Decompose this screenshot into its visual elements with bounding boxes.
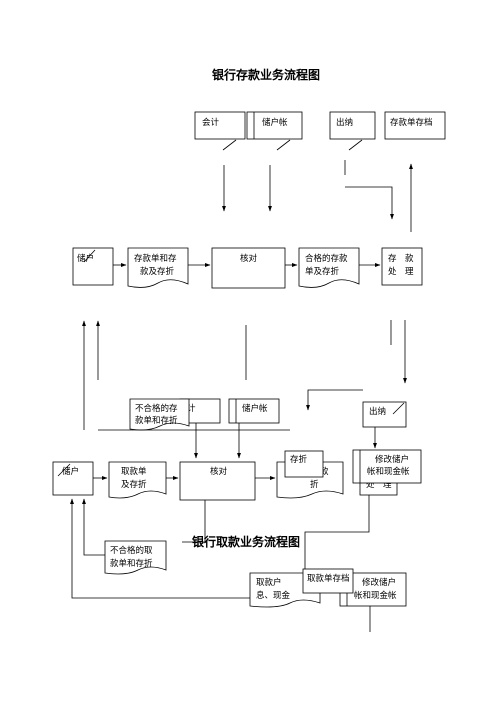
role-box-ledger: 储户帐 xyxy=(246,111,303,140)
passbook-label: 存折 xyxy=(290,454,308,465)
role-box-ledger-bottom: 储户帐 xyxy=(228,398,280,424)
role-ledger-bottom-label: 储户帐 xyxy=(242,403,268,414)
interest-line1: 取款户 xyxy=(256,577,282,588)
process-bottom-partial: 处 理 xyxy=(366,479,392,490)
partial-kuan: 款 xyxy=(320,466,329,477)
deposit-flow-title: 银行存款业务流程图 xyxy=(212,67,320,82)
role-cashier-label: 出纳 xyxy=(336,117,353,128)
arrow-cashier-to-process xyxy=(345,186,394,220)
modify-line2: 帐和现金帐 xyxy=(367,466,410,477)
node-valid-slip-doc: 合格的存款 单及存折 xyxy=(298,247,360,288)
process-line1: 存 款 xyxy=(388,253,414,264)
depositor-label: 储户 xyxy=(77,253,94,264)
role-box-cashier: 出纳 xyxy=(329,111,376,140)
role-archive-label: 存款单存档 xyxy=(390,117,433,128)
role-accounting-partial-label: 计 xyxy=(187,403,196,414)
tick-cashier xyxy=(348,139,363,151)
role-accounting-label: 会计 xyxy=(202,117,220,128)
modify2-line1: 修改储户 xyxy=(362,577,396,588)
role-ledger-label: 储户帐 xyxy=(262,117,288,128)
node-modify-ledger: 修改储户 帐和现金帐 xyxy=(352,449,422,484)
tick-accounting xyxy=(222,139,237,151)
arrow-to-lower-left xyxy=(306,389,363,411)
invalid-withdraw-line2: 款单和存折 xyxy=(110,558,153,569)
role-cashier-bottom-label: 出纳 xyxy=(369,406,386,417)
check-bottom-label: 核对 xyxy=(210,466,228,477)
role-box-cashier-bottom: 出纳 xyxy=(362,401,407,428)
interest-line2: 息、现金 xyxy=(256,590,291,601)
invalid-deposit-line1: 不合格的存 xyxy=(135,403,178,414)
node-passbook: 存折 xyxy=(284,450,324,478)
withdraw-line2: 及存折 xyxy=(121,479,147,490)
node-depositor: 储户 xyxy=(72,247,114,286)
node-check-bottom: 核对 xyxy=(179,461,256,501)
arrow-cash-to-depositor xyxy=(70,498,250,599)
modify2-line2: 帐和现金帐 xyxy=(354,590,397,601)
node-withdraw-archive: 取款单存档 xyxy=(302,568,354,594)
role-box-archive: 存款单存档 xyxy=(384,111,446,140)
line-check-to-invalid xyxy=(182,500,206,543)
process-line2: 处 理 xyxy=(388,266,414,277)
modify-line1: 修改储户 xyxy=(375,454,409,465)
invalid-deposit-line2: 款单和存折 xyxy=(135,415,178,426)
arrow-invalid-to-depositor xyxy=(82,498,105,556)
valid-line1: 合格的存款 xyxy=(305,253,348,264)
role-box-accounting: 会计 xyxy=(194,111,246,140)
valid-line2: 单及存折 xyxy=(305,266,340,277)
depositor-bottom-label: 储户 xyxy=(62,466,79,477)
withdraw-line1: 取款单 xyxy=(121,466,147,477)
withdraw-flow-title: 银行取款业务流程图 xyxy=(192,534,300,549)
partial-zhe: 折 xyxy=(310,479,319,490)
node-invalid-deposit-doc: 不合格的存 款单和存折 xyxy=(129,398,190,431)
withdraw-archive-label: 取款单存档 xyxy=(307,573,350,584)
node-interest-cash-doc: 取款户 息、现金 xyxy=(249,572,321,608)
invalid-withdraw-line1: 不合格的取 xyxy=(110,545,153,556)
node-invalid-withdraw-doc: 不合格的取 款单和存折 xyxy=(104,540,167,575)
node-check: 核对 xyxy=(211,247,286,289)
slip-line1: 存款单和存 xyxy=(134,253,177,264)
node-depositor-bottom: 储户 xyxy=(52,461,94,496)
tick-ledger xyxy=(276,139,291,151)
line-process-to-bottom xyxy=(304,495,370,578)
node-deposit-process: 存 款 处 理 xyxy=(381,247,423,286)
check-label: 核对 xyxy=(240,253,258,264)
node-withdraw-slip-doc: 取款单 及存折 xyxy=(108,461,167,499)
node-deposit-slip-doc: 存款单和存 款及存折 xyxy=(127,247,189,288)
slip-line2: 款及存折 xyxy=(140,266,175,277)
